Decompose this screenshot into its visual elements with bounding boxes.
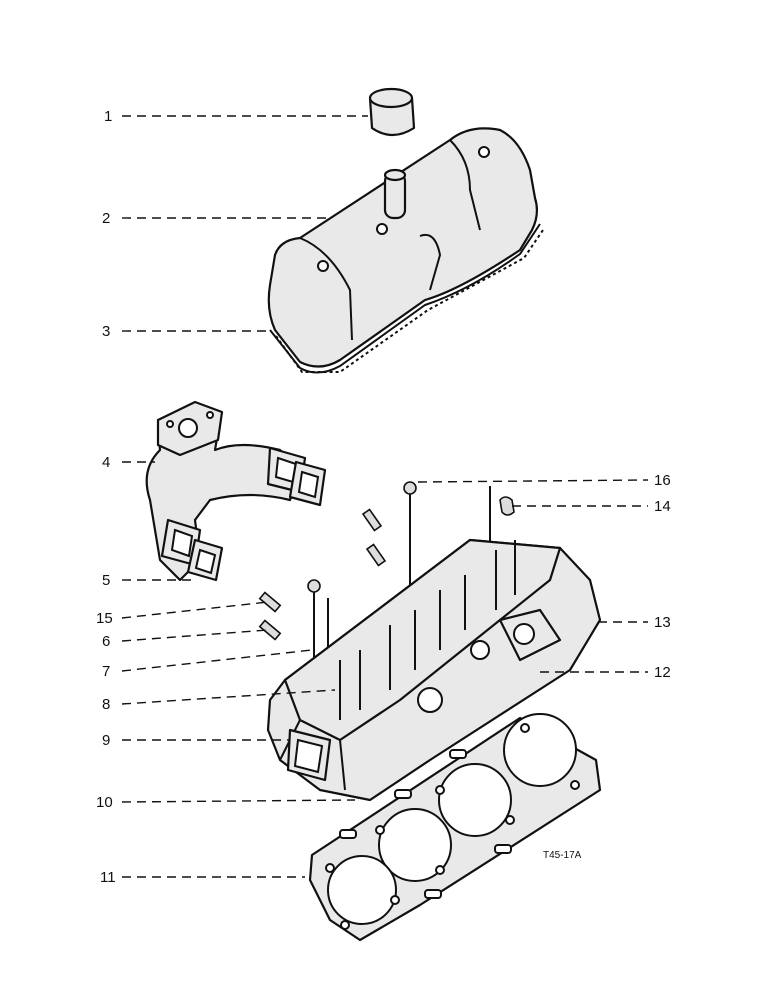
callout-13: 13	[654, 614, 671, 631]
callout-16: 16	[654, 472, 671, 489]
callout-3: 3	[102, 323, 110, 340]
callout-4: 4	[102, 454, 110, 471]
head-gasket	[308, 713, 602, 942]
rocker-cover-gasket	[269, 223, 544, 374]
callout-6: 6	[102, 633, 110, 650]
callout-11: 11	[100, 869, 116, 886]
manifold-gaskets	[186, 460, 327, 582]
callout-1: 1	[104, 108, 112, 125]
studs	[258, 496, 515, 641]
rocker-cover	[267, 127, 539, 368]
callout-12: 12	[654, 664, 671, 681]
callout-5: 5	[102, 572, 110, 589]
leader-lines	[121, 115, 649, 878]
callout-14: 14	[654, 498, 671, 515]
manifold	[145, 400, 307, 582]
gasket-small-holes	[325, 723, 580, 930]
figure-reference: T45-17A	[543, 850, 582, 861]
callout-15: 15	[96, 610, 113, 627]
head-bolts	[307, 481, 491, 665]
callout-9: 9	[102, 732, 110, 749]
callout-7: 7	[102, 663, 110, 680]
rocker-studs	[339, 540, 516, 720]
oil-filler-cap	[368, 87, 416, 137]
callout-2: 2	[102, 210, 110, 227]
callout-labels: 1 2 3 4 5 15 6 7 8 9 10 11 16 14 13 12	[96, 108, 671, 886]
callout-8: 8	[102, 696, 110, 713]
cylinder-head	[266, 538, 602, 802]
callout-10: 10	[96, 794, 113, 811]
